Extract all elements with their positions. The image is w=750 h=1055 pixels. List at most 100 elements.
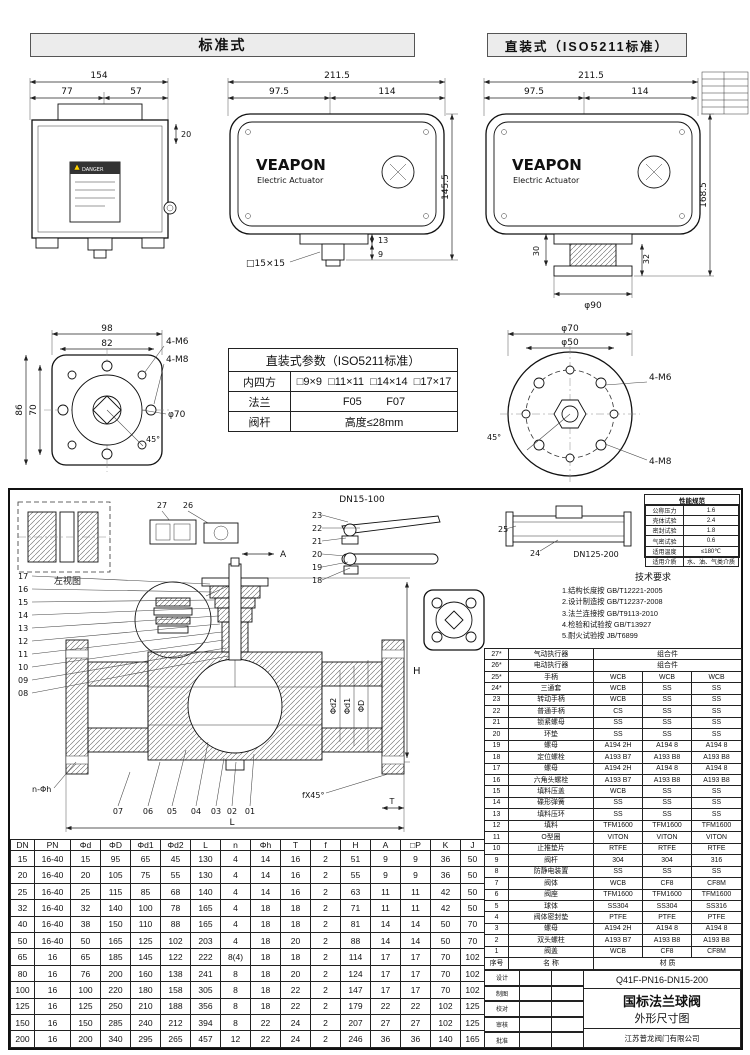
cell: 水、油、气类介质: [683, 555, 739, 568]
cell: 普通手柄: [508, 705, 594, 718]
title-block-blank-cell: [551, 1016, 584, 1033]
title-block-blank-cell: [551, 1001, 584, 1017]
cell: 16-40: [34, 915, 71, 934]
dim-97-5: 97.5: [524, 87, 544, 97]
cell: 2: [310, 997, 341, 1016]
callout-25: 25: [498, 525, 508, 534]
cell: 17: [370, 981, 401, 999]
cell: 95: [100, 849, 131, 868]
cell: WCB: [690, 670, 743, 684]
callout-24: 24: [530, 549, 540, 558]
cell: 2: [310, 915, 341, 934]
column-header: ΦD: [100, 839, 131, 851]
cell: 1: [484, 945, 509, 959]
cell: 63: [340, 882, 371, 901]
cell: 电动执行器: [508, 659, 594, 672]
cell: 38: [70, 915, 101, 934]
callout-23: 23: [312, 511, 322, 520]
cell: 50: [460, 849, 485, 868]
tech-req-item: 1.结构长度按 GB/T12221-2005: [562, 586, 663, 595]
dn-small-label: DN15-100: [339, 495, 385, 505]
row-label: 法兰: [229, 392, 291, 411]
cell: 16: [34, 1030, 71, 1048]
dn125-200-assembly-drawing: 25 24 DN125-200: [498, 505, 632, 559]
column-header: H: [340, 839, 371, 851]
cell: 2.4: [683, 515, 739, 527]
column-header: A: [370, 839, 401, 851]
cell: 螺母: [508, 762, 594, 776]
cell: 250: [100, 997, 131, 1016]
cell: 125: [460, 997, 485, 1016]
cell: 16: [34, 981, 71, 999]
footer-row: 序号名 称材 质: [484, 957, 743, 970]
column-header: J: [460, 839, 485, 851]
cell: 165: [100, 932, 131, 950]
cell: 6: [484, 888, 509, 901]
cell: 22: [250, 1014, 281, 1032]
cell: 17: [370, 964, 401, 983]
dim-phid1: Φd1: [343, 698, 352, 714]
title-block-blank-cell: [519, 1001, 552, 1017]
callout-20: 20: [312, 550, 322, 559]
cell: 305: [190, 981, 221, 999]
technical-requirements: 技术要求 1.结构长度按 GB/T12221-2005 2.设计制造按 GB/T…: [562, 570, 744, 646]
tech-req-item: 3.法兰连接按 GB/T9113-2010: [562, 608, 658, 618]
cell: 36: [430, 866, 461, 884]
cell: 环垫: [508, 728, 594, 741]
cell: 18: [280, 948, 311, 966]
cell: 球体: [508, 899, 594, 913]
cell: 14: [370, 915, 401, 934]
cell: 2: [310, 1030, 341, 1048]
cell: 36: [430, 849, 461, 868]
cell: CS: [593, 705, 643, 718]
cell: SS: [690, 693, 743, 707]
title-block: 设计 制图 校对 审核 批准 Q41F-PN16-DN15-200 国标法兰球阀…: [484, 970, 741, 1048]
mounting-flange: 30 32 φ90: [532, 233, 651, 311]
cell: 20: [10, 866, 35, 884]
drawing-title-line2: 外形尺寸图: [634, 1013, 690, 1025]
cell: 50: [430, 932, 461, 950]
tech-req-item: 5.耐火试验按 JB/T6899: [562, 631, 638, 641]
cell: 8: [220, 964, 251, 983]
cell: 11: [400, 882, 431, 901]
cell: 4: [220, 932, 251, 950]
cell: A193 B8: [642, 934, 692, 947]
dim-70: 70: [29, 404, 39, 416]
cell: 24: [280, 1030, 311, 1048]
standard-actuator-drawing: 154 77 57 DANGER 20 211.5 97.5 114 VEAPO…: [29, 71, 458, 269]
cell: RTFE: [690, 842, 743, 856]
cell: 241: [190, 964, 221, 983]
cell: A194 8: [690, 762, 743, 776]
parameter-row-stem: 阀杆 高度≤28mm: [228, 412, 458, 432]
cell: 340: [100, 1030, 131, 1048]
cell: 24*: [484, 682, 509, 695]
cell: 110: [130, 915, 161, 934]
cell: SS: [642, 716, 692, 730]
cell: 适用介质: [645, 555, 684, 568]
cell: A194 2H: [593, 762, 643, 776]
cell: WCB: [593, 785, 643, 798]
cell: 50: [10, 932, 35, 950]
cell: 阀体密封垫: [508, 911, 594, 924]
header-standard-type: 标准式: [30, 33, 415, 57]
cell: 50: [460, 866, 485, 884]
cell: 80: [10, 964, 35, 983]
cell: 17: [484, 762, 509, 776]
table-row: 适用温度≤180℃: [645, 545, 739, 557]
dim-n-holes: n-Φh: [32, 785, 51, 794]
dim-211-5: 211.5: [324, 71, 350, 81]
cell: 185: [100, 948, 131, 966]
cell: 14: [370, 932, 401, 950]
cell: 15: [484, 785, 509, 798]
cell: RTFE: [642, 842, 692, 856]
table-row: 适用介质水、油、气类介质: [645, 555, 739, 568]
cell: 85: [130, 882, 161, 901]
